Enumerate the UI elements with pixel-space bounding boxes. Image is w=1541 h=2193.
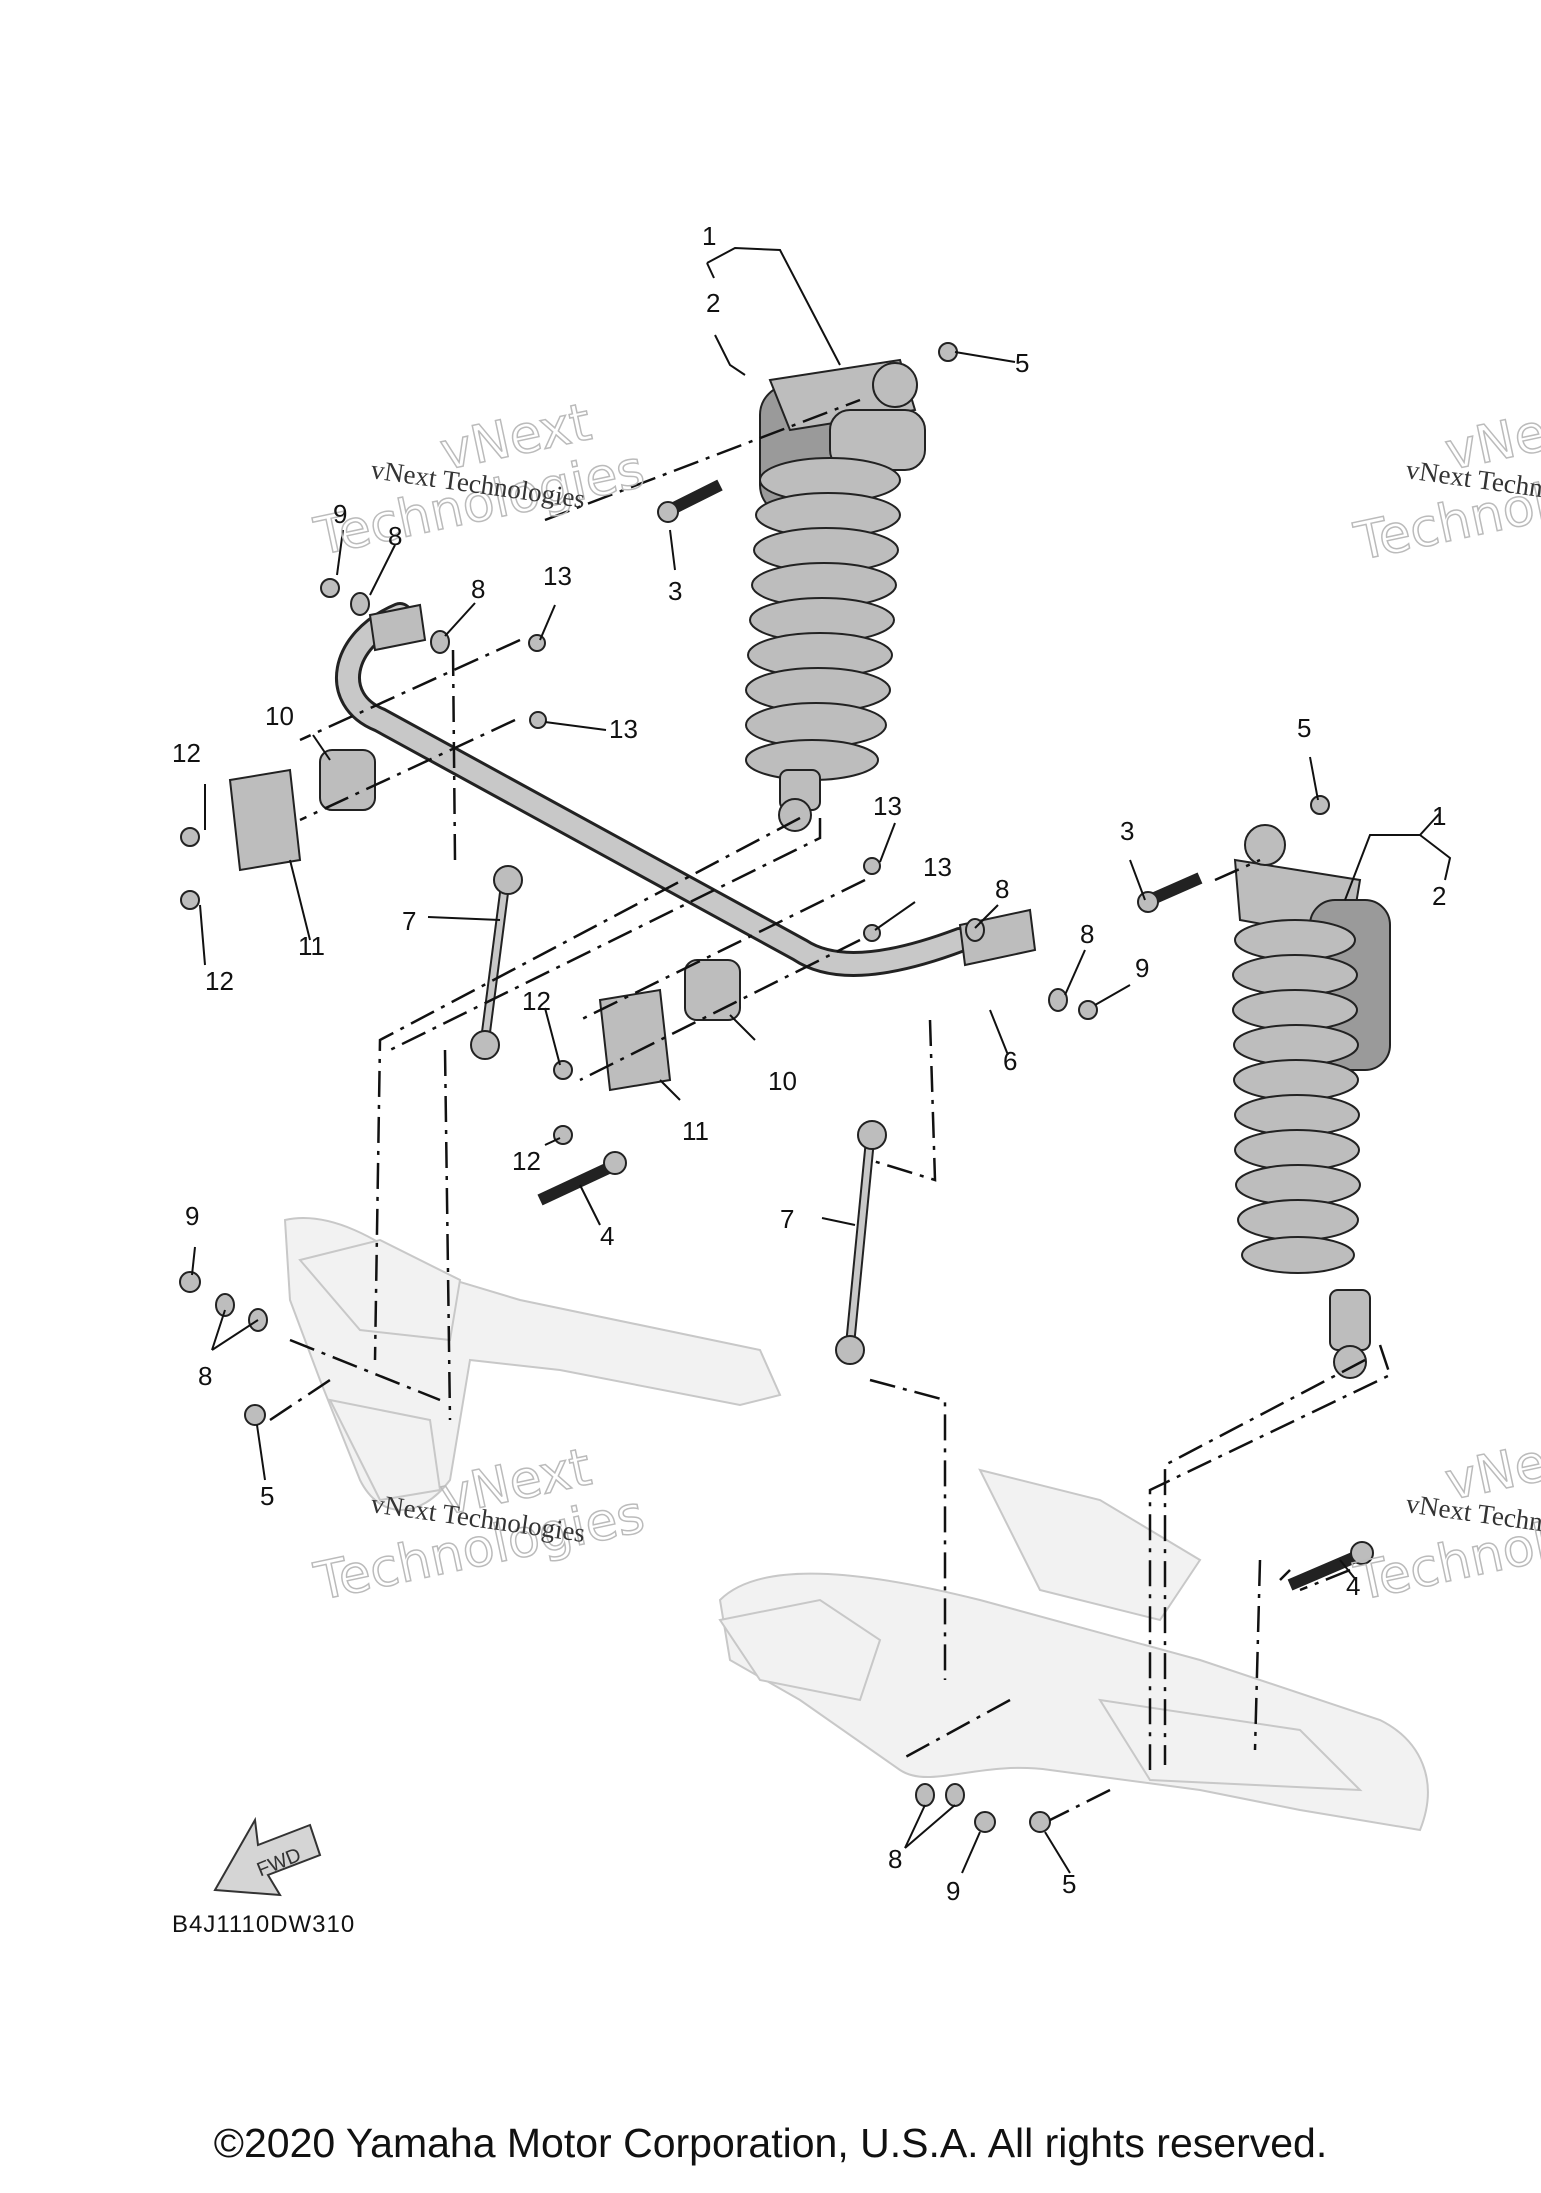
callout-5: 5 xyxy=(1062,1869,1076,1899)
callout-11: 11 xyxy=(682,1116,709,1146)
callout-3: 3 xyxy=(668,576,682,606)
callout-10: 10 xyxy=(768,1066,797,1096)
callout-5: 5 xyxy=(260,1481,274,1511)
callout-8: 8 xyxy=(995,874,1009,904)
callout-1: 1 xyxy=(702,221,716,251)
watermark-mid-right: vNext Technologies vNext Technologies xyxy=(1349,1422,1541,1614)
callout-13: 13 xyxy=(609,714,638,744)
callout-12: 12 xyxy=(172,738,201,768)
callout-4: 4 xyxy=(600,1221,614,1251)
fasteners xyxy=(179,342,1330,1833)
callout-5: 5 xyxy=(1297,713,1311,743)
callout-9: 9 xyxy=(333,499,347,529)
callout-13: 13 xyxy=(543,561,572,591)
callout-1: 1 xyxy=(1432,801,1446,831)
callout-10: 10 xyxy=(265,701,294,731)
callout-9: 9 xyxy=(185,1201,199,1231)
callout-2: 2 xyxy=(706,288,720,318)
callout-12: 12 xyxy=(512,1146,541,1176)
bolt-3-lower xyxy=(1137,872,1203,913)
callout-labels: 1 2 5 3 9 8 8 13 13 10 12 12 11 7 13 13 … xyxy=(172,221,1446,1906)
callout-11: 11 xyxy=(298,931,325,961)
callout-12: 12 xyxy=(205,966,234,996)
diagram-code: B4J1110DW310 xyxy=(172,1911,355,1938)
watermark-top-left: vNext Technologies vNext Technologies xyxy=(309,392,651,569)
callout-8: 8 xyxy=(388,521,402,551)
bolt-4-right xyxy=(1287,1541,1374,1591)
callout-8: 8 xyxy=(471,574,485,604)
callout-8: 8 xyxy=(198,1361,212,1391)
bolt-3-upper xyxy=(657,479,723,523)
bushing-left xyxy=(319,749,376,811)
callout-13: 13 xyxy=(873,791,902,821)
link-left xyxy=(470,865,523,1060)
shock-absorber-upper xyxy=(745,358,926,832)
callout-12: 12 xyxy=(522,986,551,1016)
watermark-top-right: vNext Technologies vNext Technologies xyxy=(1349,392,1541,574)
fwd-arrow-icon: FWD xyxy=(213,1816,322,1897)
callout-2: 2 xyxy=(1432,881,1446,911)
callout-5: 5 xyxy=(1015,348,1029,378)
callout-3: 3 xyxy=(1120,816,1134,846)
bolt-4-left xyxy=(537,1151,627,1206)
left-swing-arm xyxy=(283,1217,782,1511)
callout-8: 8 xyxy=(888,1844,902,1874)
assembly-lines xyxy=(269,398,1392,1822)
callout-9: 9 xyxy=(1135,953,1149,983)
lower-spring-coils xyxy=(1232,919,1361,1274)
bushing-right xyxy=(684,959,741,1021)
callout-6: 6 xyxy=(1003,1046,1017,1076)
callout-13: 13 xyxy=(923,852,952,882)
callout-9: 9 xyxy=(946,1876,960,1906)
copyright-notice: ©2020 Yamaha Motor Corporation, U.S.A. A… xyxy=(213,2120,1328,2166)
holder-left xyxy=(228,768,302,872)
right-swing-arm xyxy=(718,1468,1429,1832)
callout-7: 7 xyxy=(780,1204,794,1234)
upper-spring-coils xyxy=(745,457,901,781)
holder-right xyxy=(598,988,672,1092)
callout-7: 7 xyxy=(402,906,416,936)
callout-4: 4 xyxy=(1346,1571,1360,1601)
leader-lines xyxy=(191,246,1452,1874)
callout-8: 8 xyxy=(1080,919,1094,949)
shock-absorber-lower xyxy=(1232,824,1391,1379)
stabilizer-bar xyxy=(335,602,1037,977)
link-right xyxy=(835,1120,887,1365)
